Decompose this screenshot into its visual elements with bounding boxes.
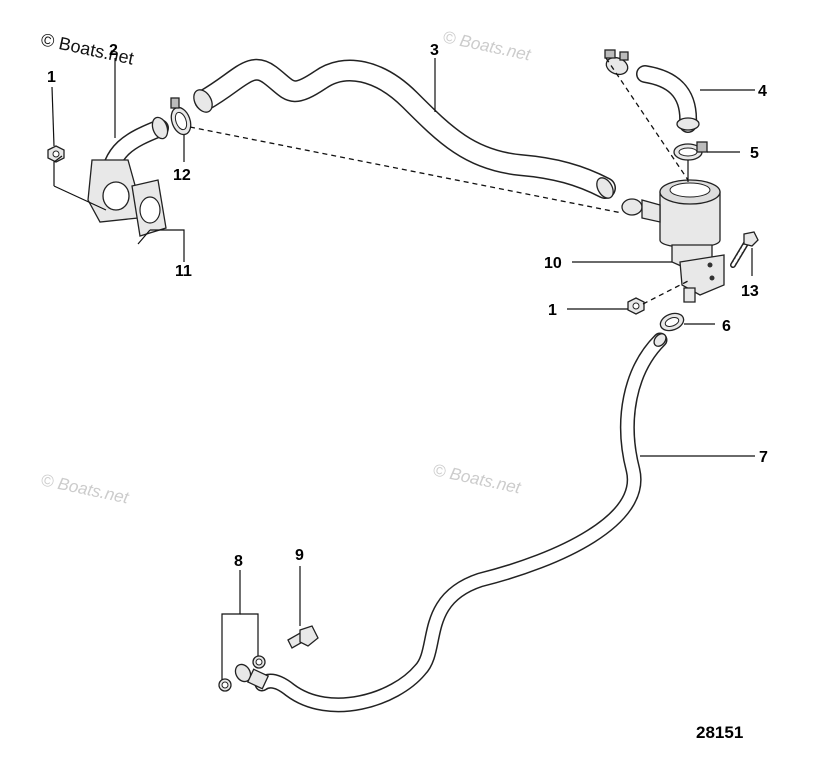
leader-11c xyxy=(53,185,107,211)
washers-8 xyxy=(218,655,270,692)
gasket-11 xyxy=(131,179,167,237)
callout-6: 6 xyxy=(722,318,731,335)
callout-10: 10 xyxy=(544,255,562,272)
nut-1-left xyxy=(47,145,65,163)
callout-9: 9 xyxy=(295,547,304,564)
callout-7: 7 xyxy=(759,449,768,466)
fitting-9 xyxy=(287,625,319,649)
leader-11d xyxy=(137,229,151,245)
leader-11 xyxy=(150,229,185,262)
hose-3 xyxy=(193,58,616,199)
watermark-left: © Boats.net xyxy=(39,470,131,507)
watermark-top-left: © Boats.net xyxy=(39,29,135,68)
watermark-center: © Boats.net xyxy=(431,460,523,497)
hose-4 xyxy=(636,65,700,133)
callout-3: 3 xyxy=(430,42,439,59)
hose-7 xyxy=(254,332,668,713)
clamp-5 xyxy=(673,141,708,161)
clamp-12 xyxy=(170,97,192,136)
callout-4: 4 xyxy=(758,83,767,100)
callout-1a: 1 xyxy=(47,69,56,86)
leader-8b xyxy=(240,613,259,656)
watermark-top-right: © Boats.net xyxy=(441,27,533,64)
nut-1-right xyxy=(627,297,645,315)
dash-12-to-canister xyxy=(189,126,623,214)
clamp-6 xyxy=(659,312,685,332)
dash-4-to-canister xyxy=(605,57,689,181)
canister-10 xyxy=(621,179,725,303)
leader-8 xyxy=(221,570,241,680)
leader-11b xyxy=(53,155,63,186)
leader-1a xyxy=(51,86,55,147)
callout-1b: 1 xyxy=(548,302,557,319)
bolt-13 xyxy=(730,231,759,268)
callout-5: 5 xyxy=(750,145,759,162)
callout-12: 12 xyxy=(173,167,191,184)
callout-8: 8 xyxy=(234,553,243,570)
clamp-4-top xyxy=(604,49,629,76)
callout-11: 11 xyxy=(175,263,192,280)
callout-13: 13 xyxy=(741,283,759,300)
figure-number: 28151 xyxy=(696,723,743,742)
callout-2: 2 xyxy=(109,42,118,59)
